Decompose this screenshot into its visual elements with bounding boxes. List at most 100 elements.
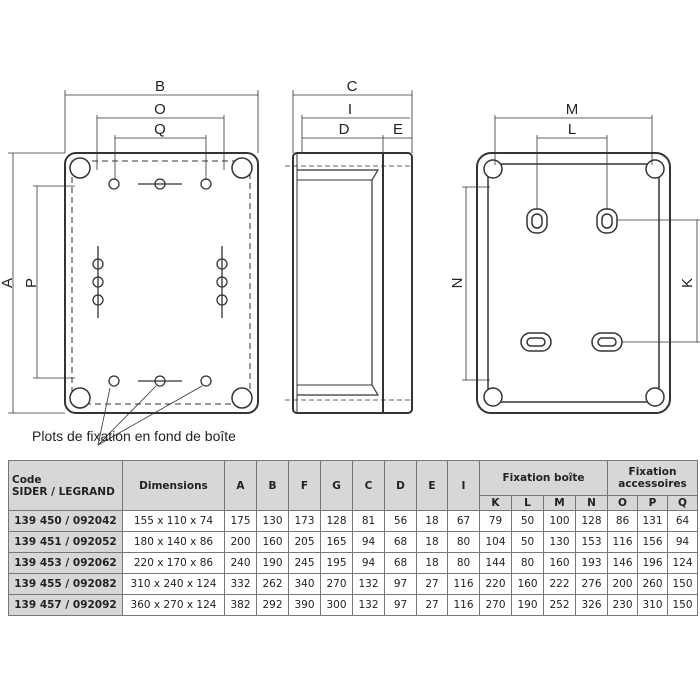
cell-code: 139 450 / 092042 [8,510,123,532]
dim-label-b: B [155,78,165,95]
header-col: F [288,460,321,511]
cell-value: 240 [224,552,257,574]
cell-value: 390 [288,594,321,616]
dim-label-o: O [154,101,166,118]
cell-dimensions: 360 x 270 x 124 [122,594,225,616]
cell-value: 262 [256,573,289,595]
cell-value: 130 [256,510,289,532]
header-sub-col: L [511,495,544,511]
cell-value: 128 [575,510,608,532]
header-sub-col: M [543,495,576,511]
cell-value: 18 [416,510,448,532]
cell-value: 160 [543,552,576,574]
cell-value: 67 [447,510,480,532]
cell-value: 80 [447,552,480,574]
cell-value: 94 [352,552,385,574]
cell-value: 165 [320,531,353,553]
mounting-slots [520,208,623,352]
cell-code: 139 455 / 092082 [8,573,123,595]
cell-value: 382 [224,594,257,616]
dim-label-e: E [393,121,403,138]
cell-value: 150 [667,573,698,595]
dim-label-l: L [568,121,576,138]
back-view: M L N K [449,101,700,414]
header-sub-col: N [575,495,608,511]
cell-value: 173 [288,510,321,532]
header-col: E [416,460,448,511]
cell-value: 81 [352,510,385,532]
cell-value: 27 [416,594,448,616]
front-dimension-lines [8,90,259,446]
cell-code: 139 453 / 092062 [8,552,123,574]
cell-value: 292 [256,594,289,616]
cell-value: 200 [607,573,638,595]
cell-value: 86 [607,510,638,532]
header-sub-col: O [607,495,638,511]
cell-value: 150 [667,594,698,616]
cell-value: 50 [511,510,544,532]
cell-value: 175 [224,510,257,532]
cell-value: 193 [575,552,608,574]
cell-dimensions: 310 x 240 x 124 [122,573,225,595]
technical-drawing: B O Q A P C I D E [0,78,700,446]
cell-value: 276 [575,573,608,595]
cell-value: 68 [384,552,417,574]
header-dimensions: Dimensions [122,460,225,511]
cell-value: 27 [416,573,448,595]
cell-value: 100 [543,510,576,532]
side-view: C I D E [285,78,413,414]
dim-label-p: P [23,278,40,288]
cell-value: 79 [479,510,512,532]
cell-value: 80 [511,552,544,574]
cell-value: 300 [320,594,353,616]
cell-value: 50 [511,531,544,553]
cell-value: 160 [256,531,289,553]
fixing-pads-caption: Plots de fixation en fond de boîte [32,428,236,444]
cell-dimensions: 220 x 170 x 86 [122,552,225,574]
cell-value: 94 [667,531,698,553]
cell-value: 332 [224,573,257,595]
header-sub-col: Q [667,495,698,511]
fixing-pads [92,178,228,387]
cell-code: 139 451 / 092052 [8,531,123,553]
cell-value: 340 [288,573,321,595]
cell-value: 144 [479,552,512,574]
front-view: B O Q A P [0,78,259,446]
cell-value: 205 [288,531,321,553]
cell-value: 116 [607,531,638,553]
cell-value: 160 [511,573,544,595]
header-fixation-boite: Fixation boîte [479,460,608,496]
cell-value: 64 [667,510,698,532]
cell-value: 131 [637,510,668,532]
header-col: B [256,460,289,511]
header-col: A [224,460,257,511]
cell-value: 128 [320,510,353,532]
cell-value: 94 [352,531,385,553]
cell-dimensions: 155 x 110 x 74 [122,510,225,532]
cell-value: 260 [637,573,668,595]
cell-value: 132 [352,573,385,595]
cell-value: 56 [384,510,417,532]
cell-value: 270 [320,573,353,595]
header-col: D [384,460,417,511]
cell-value: 104 [479,531,512,553]
cell-value: 132 [352,594,385,616]
cell-value: 190 [256,552,289,574]
cell-value: 18 [416,531,448,553]
dim-label-k: K [679,278,696,288]
header-col: G [320,460,353,511]
dim-label-d: D [339,121,350,138]
box-outline [64,152,259,414]
dim-label-a: A [0,278,16,288]
cell-code: 139 457 / 092092 [8,594,123,616]
cell-value: 153 [575,531,608,553]
dim-label-c: C [347,78,358,95]
header-sub-col: K [479,495,512,511]
cell-value: 130 [543,531,576,553]
